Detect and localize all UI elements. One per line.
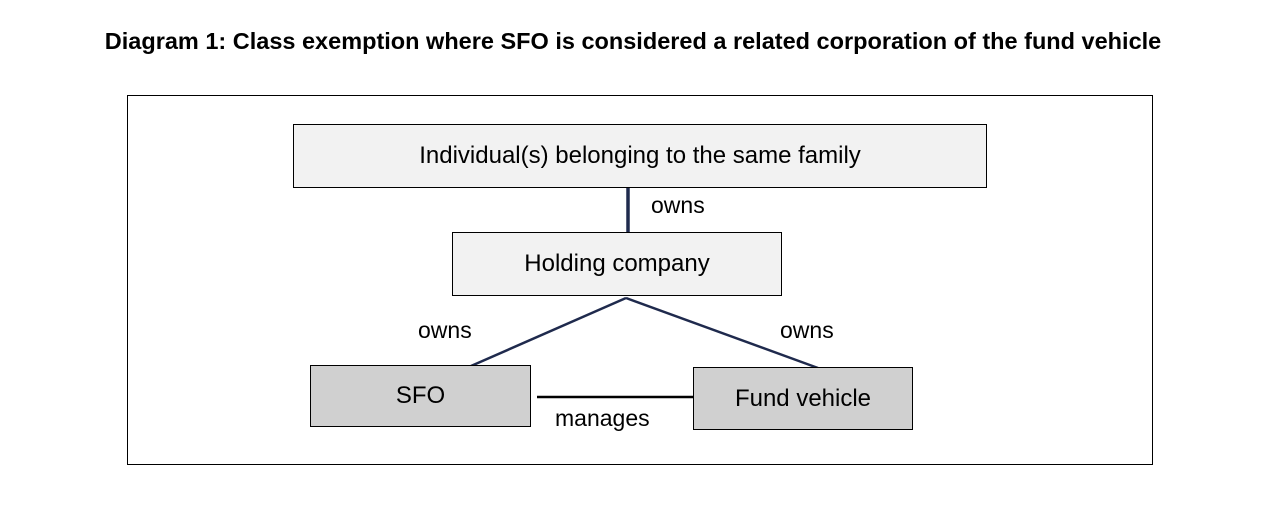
node-holding-company: Holding company	[452, 232, 782, 296]
node-family-label: Individual(s) belonging to the same fami…	[419, 142, 861, 169]
diagram-frame	[127, 95, 1153, 465]
diagram-title: Diagram 1: Class exemption where SFO is …	[104, 28, 1162, 54]
edge-holding-sfo	[470, 296, 627, 368]
edge-label-holding-sfo: owns	[418, 317, 472, 343]
edge-label-family-holding: owns	[651, 192, 705, 218]
node-sfo: SFO	[310, 365, 531, 427]
node-sfo-label: SFO	[395, 382, 446, 409]
edge-label-holding-fund: owns	[780, 317, 834, 343]
node-family: Individual(s) belonging to the same fami…	[293, 124, 987, 188]
node-holding-company-label: Holding company	[524, 250, 710, 277]
edge-label-sfo-fund: manages	[555, 405, 650, 431]
node-fund-vehicle-label: Fund vehicle	[734, 384, 872, 412]
node-fund-vehicle: Fund vehicle	[693, 367, 913, 430]
edge-holding-fund	[625, 296, 819, 370]
